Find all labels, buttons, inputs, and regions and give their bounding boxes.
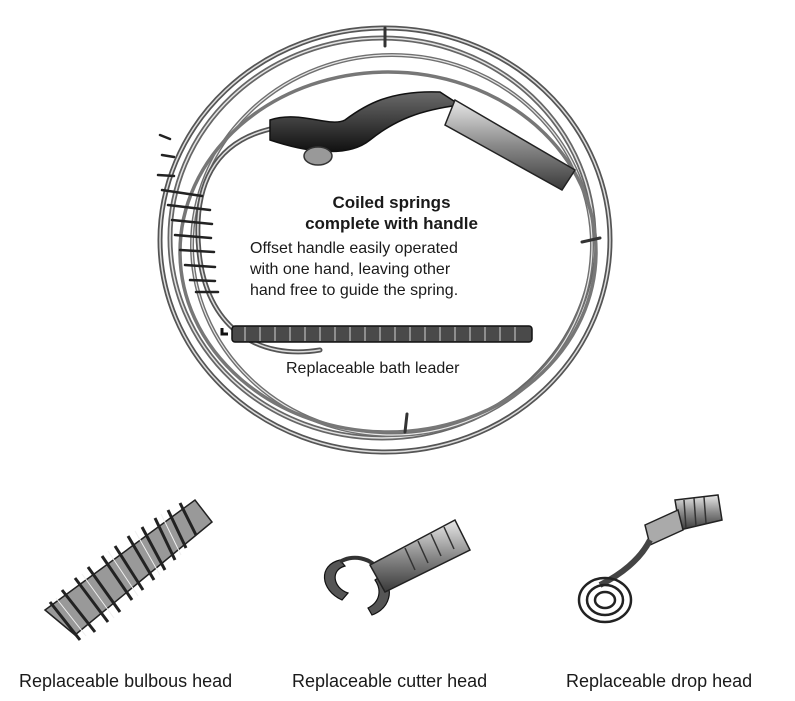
- drop-head-illustration: [577, 494, 723, 624]
- coil-title: Coiled springs complete with handle: [0, 192, 789, 234]
- coil-title-line-1: Coiled springs: [332, 193, 451, 212]
- drop-head-caption: Replaceable drop head: [566, 671, 753, 691]
- coil-description-line: Offset handle easily operated: [250, 240, 458, 257]
- coil-description-line: with one hand, leaving other: [250, 261, 451, 278]
- bulbous-head-caption: Replaceable bulbous head: [19, 671, 233, 691]
- coil-title-line-2: complete with handle: [305, 214, 478, 233]
- coil-description: Offset handle easily operated with one h…: [250, 238, 458, 301]
- bath-leader-caption: Replaceable bath leader: [286, 360, 460, 377]
- bath-leader-illustration: [220, 325, 533, 343]
- coiled-spring: [156, 25, 613, 455]
- cutter-head-illustration: [323, 518, 472, 616]
- cutter-head-caption: Replaceable cutter head: [292, 671, 488, 691]
- offset-handle: [269, 91, 577, 191]
- bulbous-head-illustration: [43, 498, 214, 641]
- coil-description-line: hand free to guide the spring.: [250, 282, 459, 299]
